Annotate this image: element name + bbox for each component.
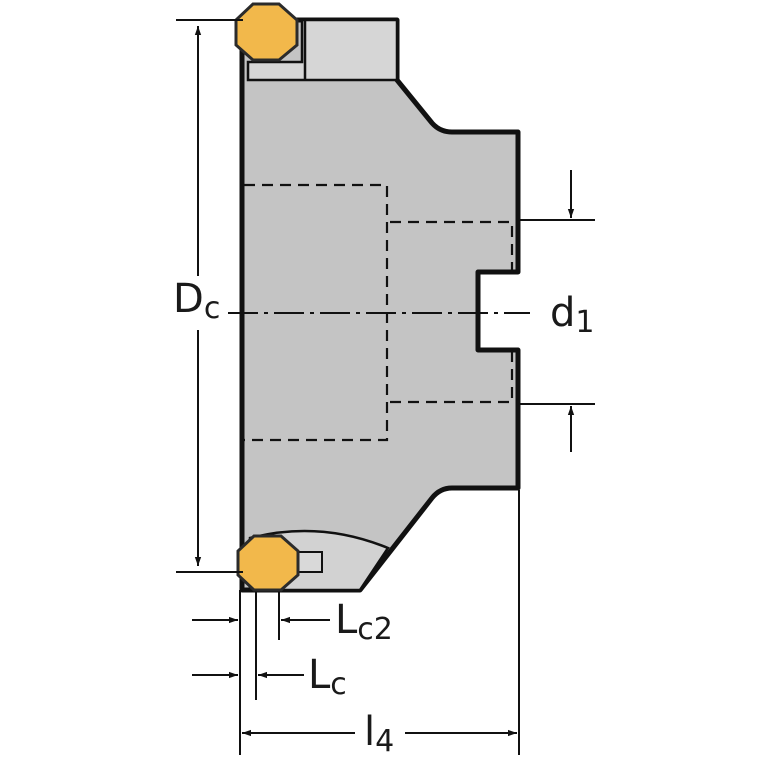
dimension-lines [176,19,595,755]
insert-pocket-top [246,18,399,82]
cutting-insert-top [234,2,299,62]
label-dc: Dc [173,276,220,326]
cutter-body [239,17,521,593]
label-l4: l4 [364,709,394,759]
label-lc2: Lc2 [335,597,393,647]
cutting-insert-bottom [236,534,300,592]
insert-screw [295,551,323,573]
label-lc: Lc [308,652,347,702]
label-d1: d1 [550,290,594,340]
